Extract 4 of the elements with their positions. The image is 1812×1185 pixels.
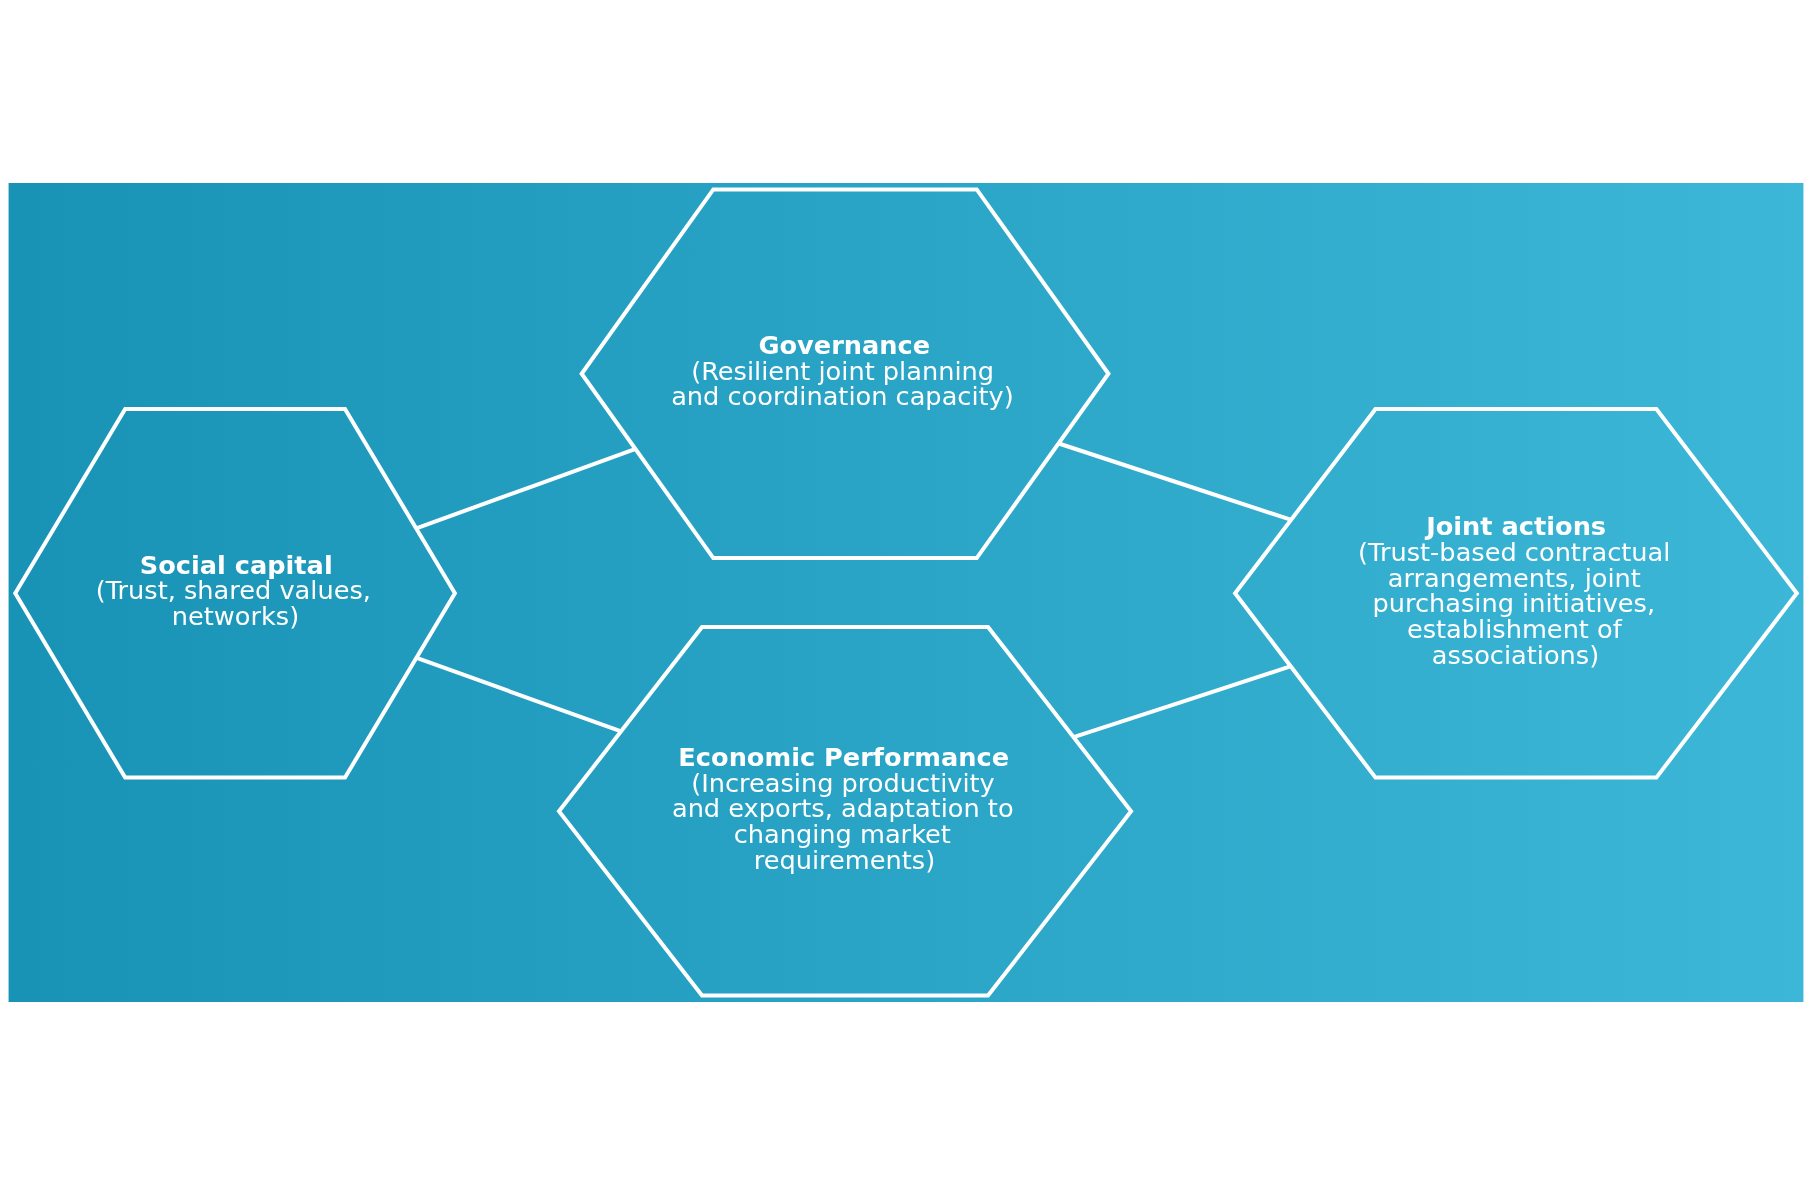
connector (1058, 441, 1292, 522)
connector (415, 447, 636, 531)
connector (1073, 664, 1291, 740)
connector (416, 656, 622, 734)
